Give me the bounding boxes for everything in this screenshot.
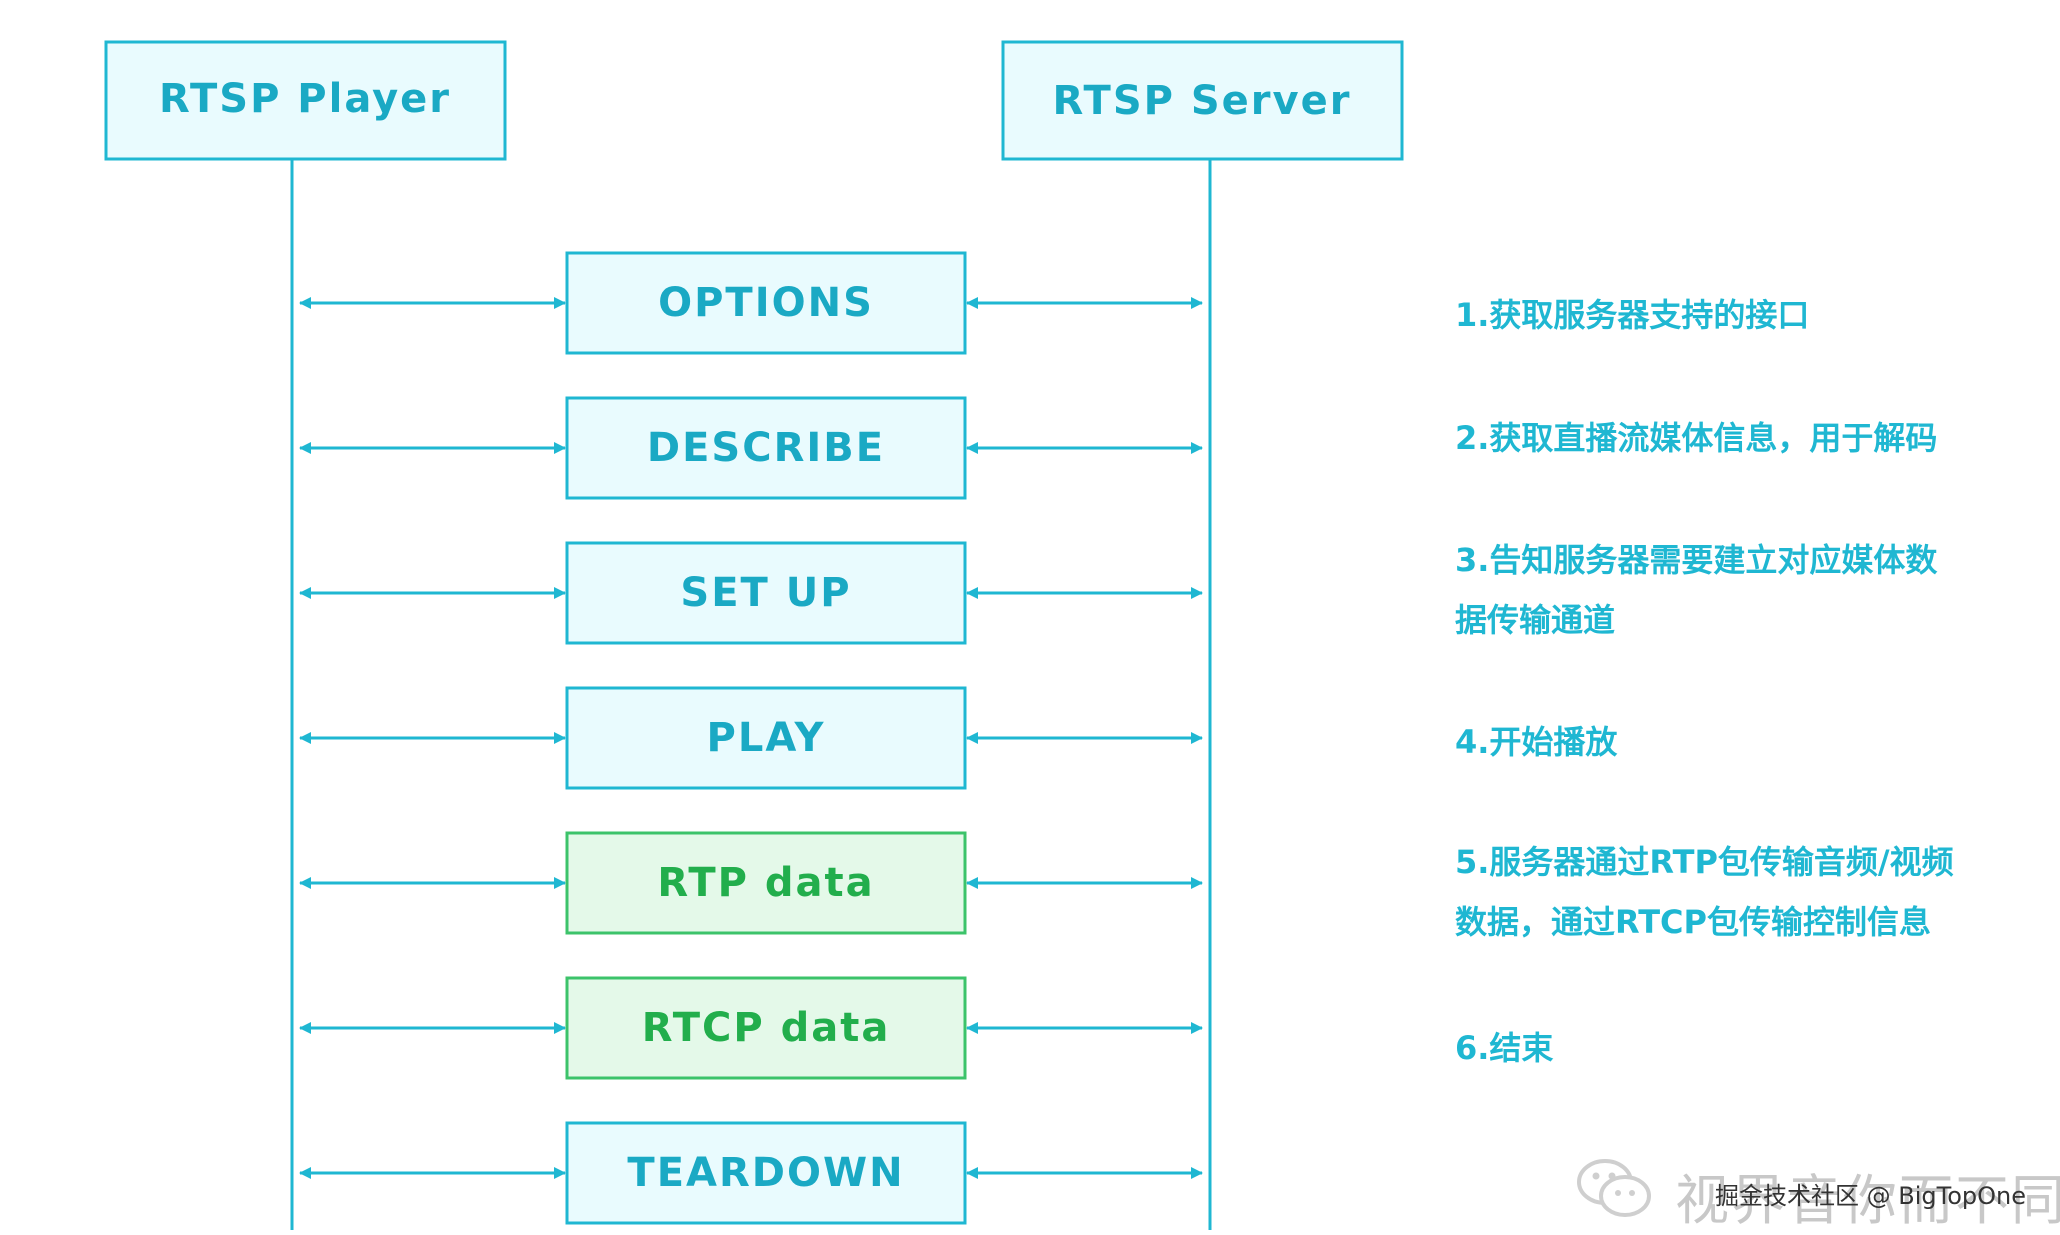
message-row-set-up: SET UP [299, 541, 1203, 645]
note-line: 4.开始播放 [1455, 723, 1618, 761]
message-box-rtp-data [565, 831, 967, 935]
message-row-rtcp-data: RTCP data [299, 976, 1203, 1080]
message-label-teardown: TEARDOWN [627, 1150, 904, 1196]
note-step-5: 5.服务器通过RTP包传输音频/视频数据，通过RTCP包传输控制信息 [1455, 832, 2015, 952]
message-box-options [565, 251, 967, 355]
message-row-options: OPTIONS [299, 251, 1203, 355]
note-step-6: 6.结束 [1455, 1018, 2015, 1078]
message-label-rtcp-data: RTCP data [642, 1005, 891, 1051]
note-step-1: 1.获取服务器支持的接口 [1455, 285, 2015, 345]
message-row-play: PLAY [299, 686, 1203, 790]
note-step-3: 3.告知服务器需要建立对应媒体数据传输通道 [1455, 530, 2015, 650]
note-step-4: 4.开始播放 [1455, 712, 2015, 772]
note-line: 2.获取直播流媒体信息，用于解码 [1455, 419, 1938, 457]
message-row-rtp-data: RTP data [299, 831, 1203, 935]
message-box-play [565, 686, 967, 790]
message-label-options: OPTIONS [658, 280, 874, 326]
player-label: RTSP Player [159, 76, 451, 122]
message-box-set-up [565, 541, 967, 645]
note-step-2: 2.获取直播流媒体信息，用于解码 [1455, 408, 2015, 468]
player-box: RTSP Player [104, 40, 507, 161]
message-label-describe: DESCRIBE [647, 425, 885, 471]
message-label-play: PLAY [707, 715, 826, 761]
message-box-teardown [565, 1121, 967, 1225]
wechat-icon [1577, 1159, 1651, 1217]
message-box-describe [565, 396, 967, 500]
watermark-sub-text: 掘金技术社区 @ BigTopOne [1715, 1182, 2026, 1210]
note-line: 1.获取服务器支持的接口 [1455, 296, 1810, 334]
note-line: 3.告知服务器需要建立对应媒体数 [1455, 541, 1938, 579]
note-line: 6.结束 [1455, 1029, 1554, 1067]
note-line: 据传输通道 [1455, 601, 1616, 639]
note-line: 5.服务器通过RTP包传输音频/视频 [1455, 843, 1954, 881]
watermark: 视界音你而不同 掘金技术社区 @ BigTopOne [1575, 1150, 2060, 1232]
server-box: RTSP Server [1001, 40, 1404, 161]
message-row-teardown: TEARDOWN [299, 1121, 1203, 1225]
message-row-describe: DESCRIBE [299, 396, 1203, 500]
server-label: RTSP Server [1053, 78, 1352, 124]
watermark-main-text: 视界音你而不同 [1675, 1169, 2060, 1232]
message-label-rtp-data: RTP data [657, 860, 874, 906]
message-label-set-up: SET UP [680, 570, 851, 616]
message-box-rtcp-data [565, 976, 967, 1080]
note-line: 数据，通过RTCP包传输控制信息 [1455, 903, 1931, 941]
